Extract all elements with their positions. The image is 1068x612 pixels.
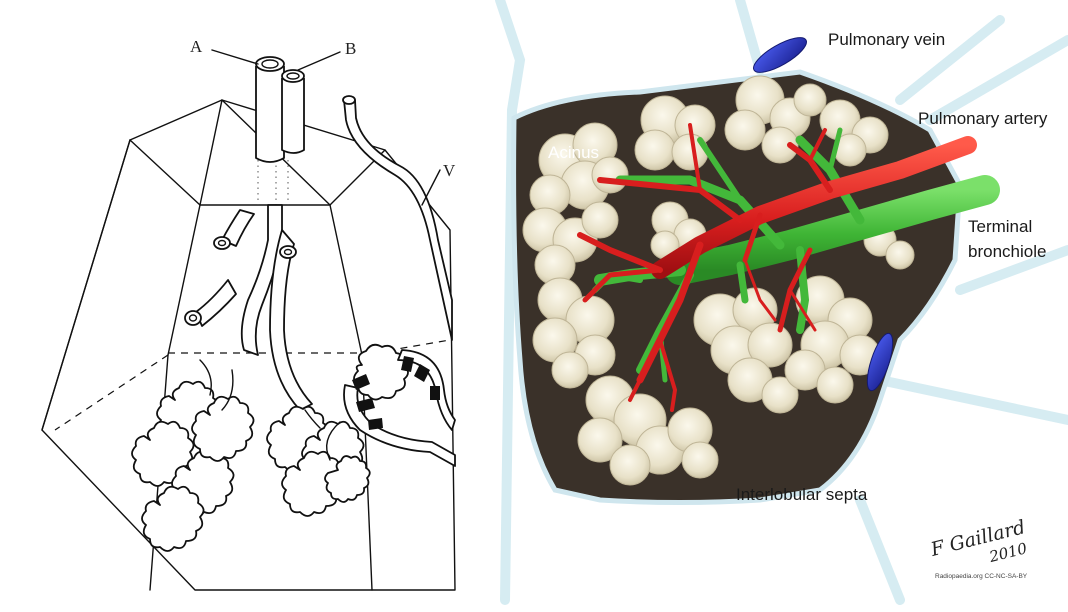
label-terminal-bronchiole-line1: Terminal — [968, 217, 1032, 236]
lobule-polyhedron-outline — [41, 99, 456, 591]
label-pulmonary-artery: Pulmonary artery — [918, 109, 1048, 128]
label-a-leader — [211, 49, 259, 65]
pulmonary-vein-top — [753, 37, 807, 73]
license-credit: Radiopaedia.org CC-NC-SA-BY — [935, 573, 1028, 580]
lobule-front-edge-right — [329, 204, 363, 356]
acinus-cluster — [784, 275, 881, 404]
label-terminal-bronchiole-line2: bronchiole — [968, 242, 1046, 261]
acini — [522, 75, 915, 486]
author-signature: F Gaillard 2010 — [928, 516, 1030, 566]
tube-b — [281, 69, 305, 154]
lobule-color-illustration: Pulmonary vein Pulmonary artery Terminal… — [495, 0, 1068, 605]
label-v-leader — [421, 169, 441, 206]
acinus-cluster — [522, 201, 619, 286]
terminal-bronchiole-tree — [592, 127, 1000, 383]
interlobular-septa-web — [495, 0, 1068, 605]
lobule-top-face — [129, 139, 386, 206]
acinus-cluster — [634, 95, 716, 171]
hidden-edge-diagonal — [54, 354, 169, 431]
acinus-cluster — [577, 375, 719, 486]
label-interlobular-septa: Interlobular septa — [736, 485, 868, 504]
pulmonary-vein-right — [866, 332, 894, 392]
label-b: B — [345, 39, 356, 58]
label-v: V — [443, 161, 456, 180]
pulmonary-artery-tree — [577, 123, 977, 412]
acinus-cluster — [529, 122, 629, 216]
acinus-cluster — [724, 75, 827, 164]
vessel-coil — [326, 343, 456, 467]
lobule-front-edge-left — [167, 204, 201, 356]
label-pulmonary-vein: Pulmonary vein — [828, 30, 945, 49]
label-b-leader — [297, 51, 341, 71]
label-a: A — [190, 37, 203, 56]
secondary-lobule-line-drawing: A B V — [41, 37, 456, 591]
acinus-cluster — [819, 99, 889, 167]
label-acinus: Acinus — [548, 143, 599, 162]
tube-a — [255, 56, 285, 163]
vein-v — [343, 99, 453, 341]
